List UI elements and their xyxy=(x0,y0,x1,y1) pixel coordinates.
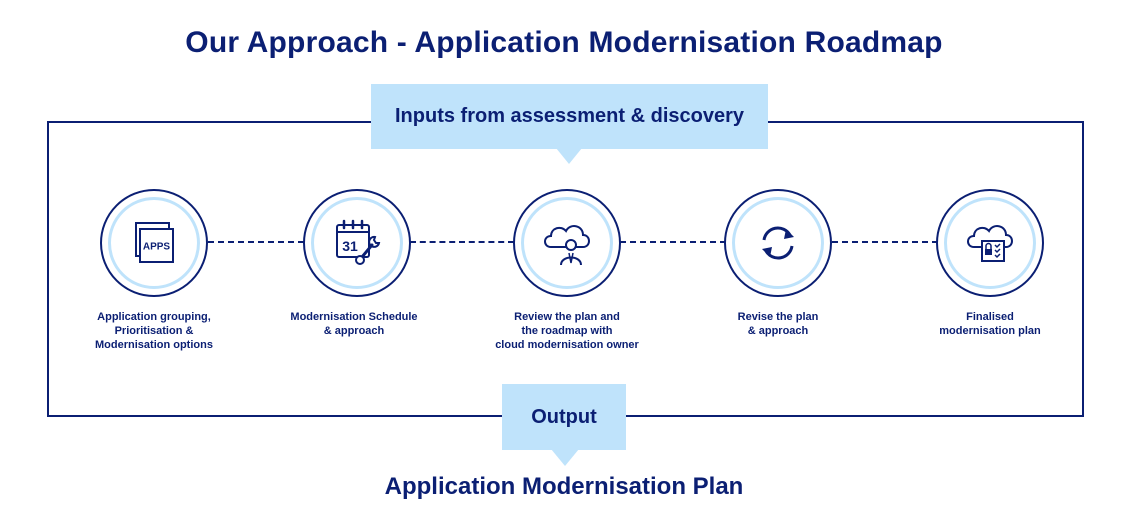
refresh-icon xyxy=(762,226,794,260)
step-1-label: Application grouping, Prioritisation & M… xyxy=(95,311,213,351)
page-title: Our Approach - Application Modernisation… xyxy=(185,26,943,59)
output-banner: Output xyxy=(502,384,626,450)
step-1-circle: APPS xyxy=(100,189,208,297)
plan-title: Application Modernisation Plan xyxy=(384,473,744,500)
cloud-user-icon xyxy=(544,225,590,266)
inputs-pointer xyxy=(556,148,582,164)
step-4-label: Revise the plan & approach xyxy=(737,311,819,337)
step-4-circle xyxy=(724,189,832,297)
output-pointer xyxy=(551,449,579,466)
apps-icon-text: APPS xyxy=(143,242,171,253)
inputs-banner: Inputs from assessment & discovery xyxy=(371,84,768,149)
step-3-label: Review the plan and the roadmap with clo… xyxy=(495,311,639,351)
apps-icon: APPS xyxy=(135,222,174,263)
step-2-label: Modernisation Schedule & approach xyxy=(290,311,418,337)
output-banner-label: Output xyxy=(531,405,597,428)
calendar-wrench-icon: 31 xyxy=(336,219,381,265)
inputs-banner-label: Inputs from assessment & discovery xyxy=(394,105,744,127)
cloud-checklist-icon xyxy=(967,225,1013,262)
connector-2-3 xyxy=(410,241,514,243)
connector-1-2 xyxy=(208,241,304,243)
step-3-circle xyxy=(513,189,621,297)
step-5-circle xyxy=(936,189,1044,297)
connector-3-4 xyxy=(620,241,726,243)
step-2-circle: 31 xyxy=(303,189,411,297)
step-5-label: Finalised modernisation plan xyxy=(939,311,1041,337)
connector-4-5 xyxy=(832,241,938,243)
calendar-day-text: 31 xyxy=(342,238,358,254)
